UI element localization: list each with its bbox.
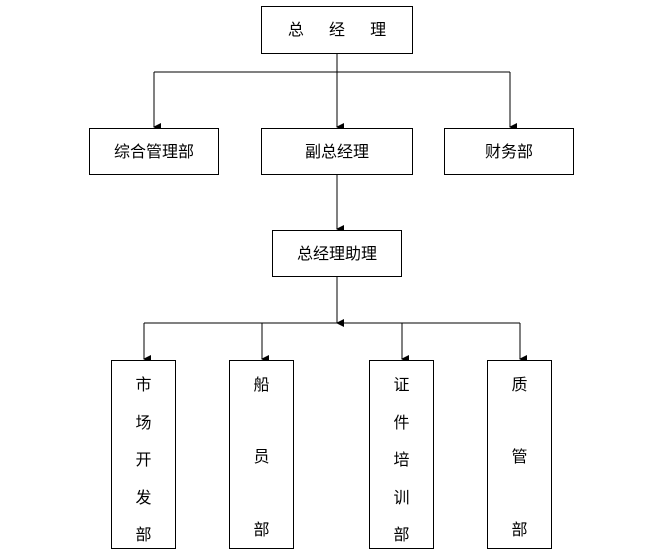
cert-training-dept-char: 件: [393, 412, 410, 432]
gm-assistant-label: 总经理助理: [296, 243, 377, 263]
gm-assistant-box: 总经理助理: [272, 230, 402, 277]
market-dept-char: 开: [135, 450, 152, 469]
general-manager-box: 总 经 理: [261, 6, 413, 54]
admin-dept-box: 综合管理部: [89, 128, 219, 175]
market-dept-char: 发: [135, 487, 152, 507]
finance-dept-box: 财务部: [444, 128, 574, 175]
quality-dept-char: 管: [511, 447, 528, 467]
deputy-gm-label: 副总经理: [304, 141, 369, 161]
cert-training-dept-char: 证: [393, 375, 410, 394]
crew-dept-char: 员: [253, 447, 270, 467]
cert-training-dept-box: 证 件 培 训 部: [369, 360, 434, 549]
market-dept-char: 部: [135, 525, 152, 544]
quality-dept-char: 质: [511, 375, 528, 394]
market-dept-char: 场: [135, 412, 152, 432]
cert-training-dept-char: 培: [393, 450, 410, 469]
cert-training-dept-char: 部: [393, 525, 410, 544]
cert-training-dept-char: 训: [393, 487, 410, 507]
quality-dept-box: 质 管 部: [487, 360, 552, 549]
market-dept-box: 市 场 开 发 部: [111, 360, 176, 549]
crew-dept-char: 船: [253, 375, 270, 394]
quality-dept-char: 部: [511, 519, 528, 539]
crew-dept-char: 部: [253, 519, 270, 539]
crew-dept-box: 船 员 部: [229, 360, 294, 549]
market-dept-char: 市: [135, 375, 152, 394]
general-manager-label: 总 经 理: [287, 20, 397, 39]
finance-dept-label: 财务部: [484, 141, 533, 161]
deputy-gm-box: 副总经理: [261, 128, 413, 175]
admin-dept-label: 综合管理部: [113, 141, 194, 161]
